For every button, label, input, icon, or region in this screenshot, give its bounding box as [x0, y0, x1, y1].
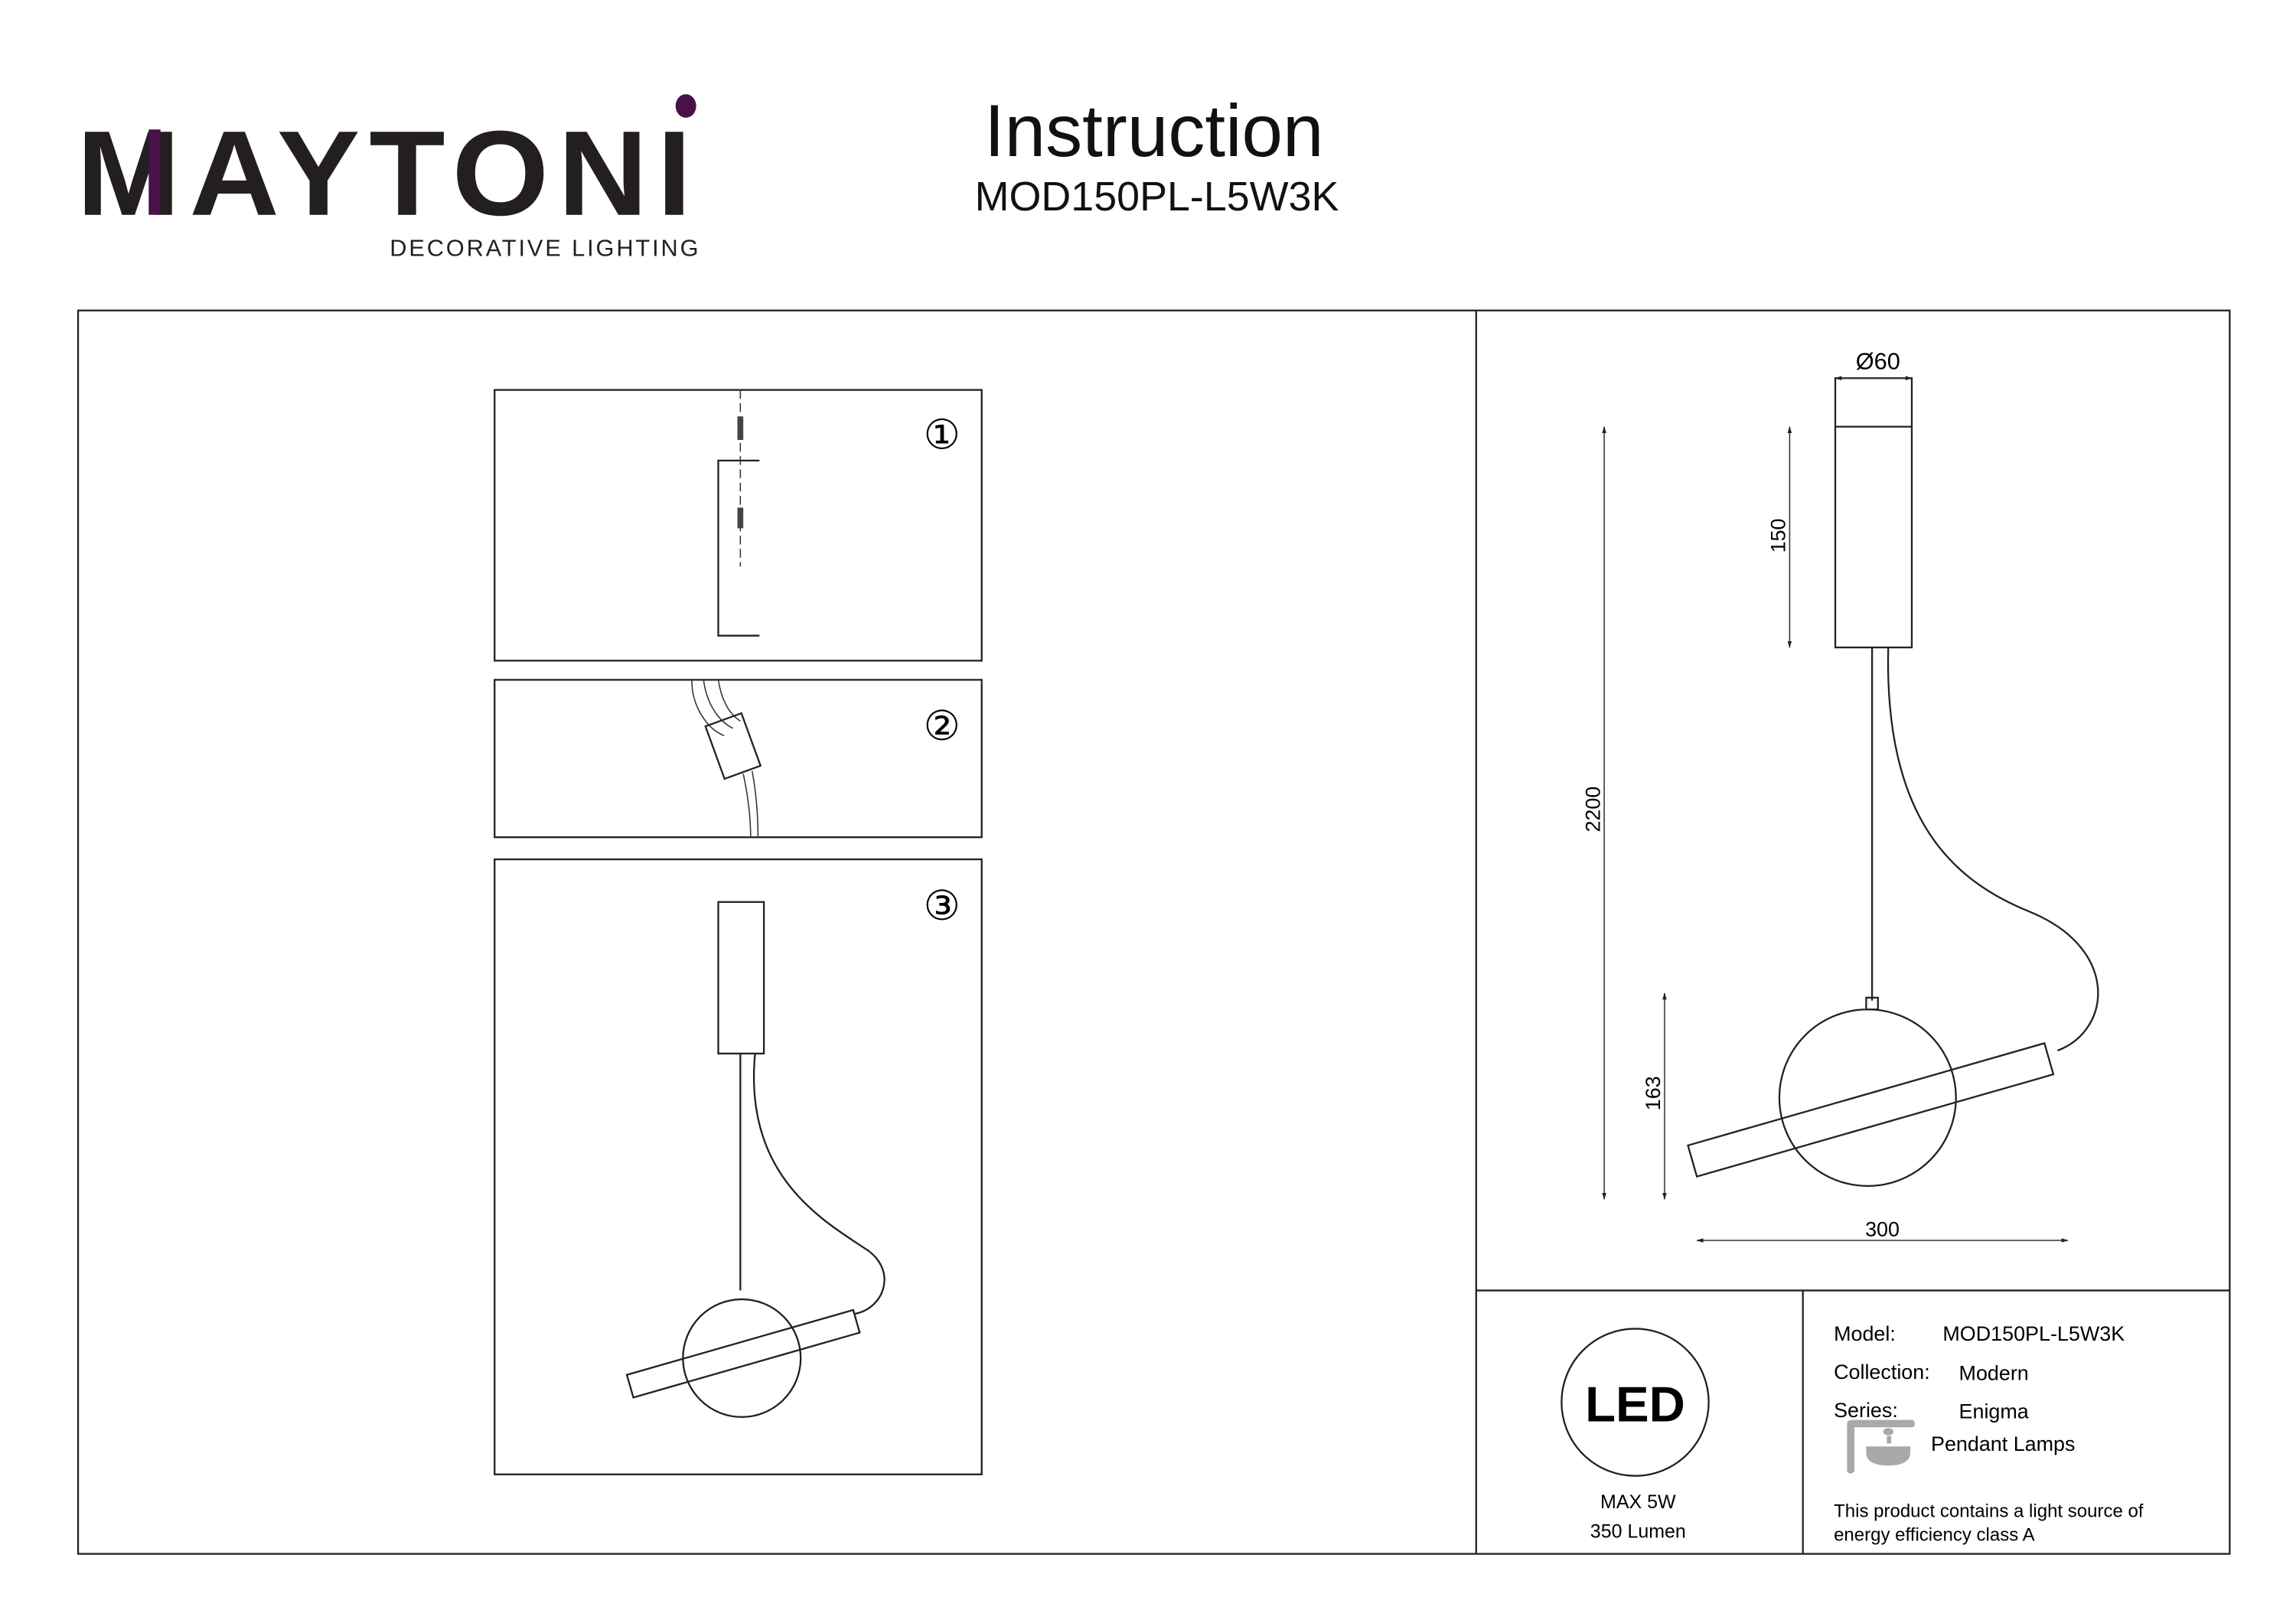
step-2-panel: ②: [494, 679, 983, 839]
step-number: ①: [924, 410, 960, 458]
lamp-type: Pendant Lamps: [1931, 1432, 2075, 1455]
logo-dot: [675, 94, 696, 118]
product-info: Model: MOD150PL-L5W3K Collection: Modern…: [1834, 1322, 2144, 1546]
led-lumen: 350 Lumen: [1590, 1520, 1686, 1542]
pendant-lamp-icon: [1847, 1419, 1915, 1474]
dimension-diameter: Ø60: [1856, 348, 1900, 375]
collection-value: Modern: [1959, 1362, 2029, 1385]
energy-line-2: energy efficiency class A: [1834, 1524, 2035, 1545]
step-number: ③: [924, 882, 960, 930]
led-label: LED: [1585, 1377, 1685, 1432]
led-badge: LED: [1561, 1328, 1710, 1477]
dimension-canopy-height: 150: [1767, 518, 1790, 552]
main-frame: [77, 309, 2231, 1555]
dimension-lamp-height: 163: [1642, 1076, 1665, 1110]
maytoni-logo: MAYTONI DECORATIVE LIGHTING: [77, 94, 700, 262]
logo-wordmark: MAYTONI: [77, 106, 700, 241]
model-value: MOD150PL-L5W3K: [1942, 1322, 2125, 1345]
energy-line-1: This product contains a light source of: [1834, 1501, 2144, 1522]
step-3-panel: ③: [494, 858, 983, 1475]
logo-tagline: DECORATIVE LIGHTING: [390, 235, 700, 262]
page-title: Instruction: [984, 90, 1323, 172]
dimension-total-height: 2200: [1581, 787, 1604, 833]
logo-accent-bar: [148, 129, 161, 215]
led-power: MAX 5W: [1600, 1491, 1676, 1513]
series-label: Series:: [1834, 1399, 1898, 1422]
collection-label: Collection:: [1834, 1361, 1930, 1383]
series-value: Enigma: [1959, 1400, 2029, 1423]
dimension-width: 300: [1865, 1217, 1900, 1240]
step-number: ②: [924, 702, 960, 750]
dimension-drawing: Ø60 150 2200 163 300: [1581, 348, 2099, 1243]
model-label: Model:: [1834, 1322, 1896, 1345]
step-1-panel: ①: [494, 389, 983, 662]
page-model: MOD150PL-L5W3K: [975, 174, 1339, 220]
